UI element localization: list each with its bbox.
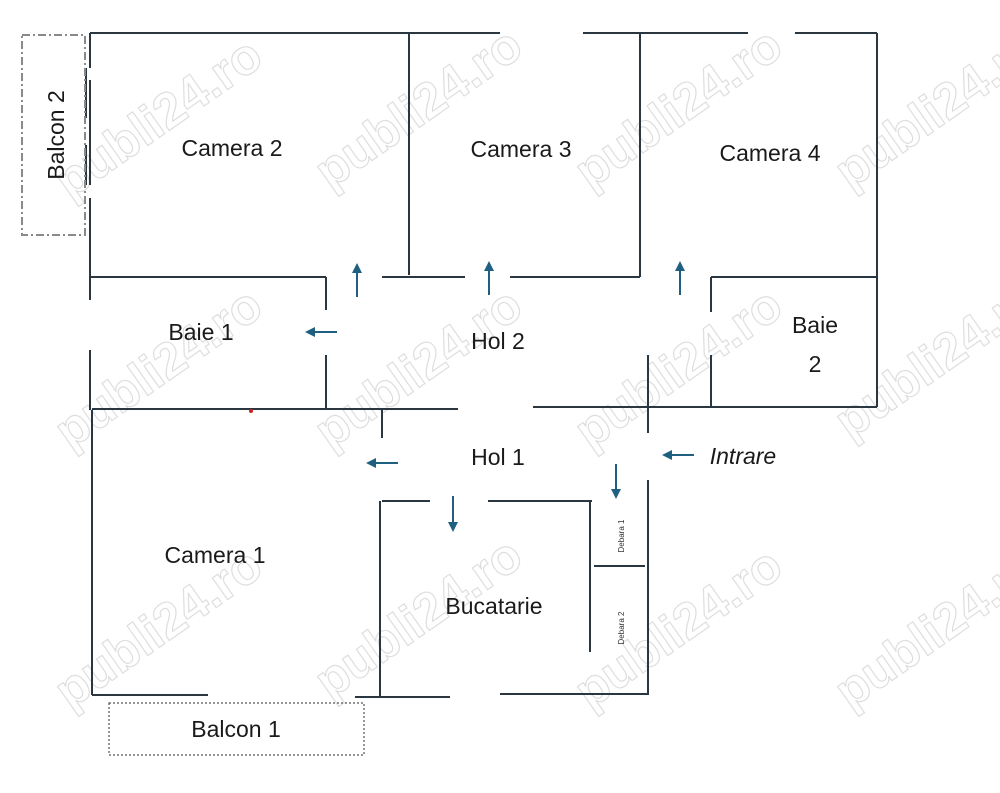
balcony-2-outline	[21, 34, 86, 236]
watermark: publi24.ro	[44, 26, 272, 209]
wall-row-middle	[92, 406, 877, 410]
room-labels: Camera 2 Camera 3 Camera 4 Baie 1 Hol 2 …	[43, 90, 838, 742]
room-label-debara-2: Debara 2	[617, 611, 626, 644]
watermark: publi24.ro	[564, 536, 792, 719]
room-label-balcon-2: Balcon 2	[43, 90, 69, 180]
watermark: publi24.ro	[564, 16, 792, 199]
room-label-hol-1: Hol 1	[471, 444, 525, 470]
balcony-1-outline	[108, 702, 365, 756]
watermark: publi24.ro	[824, 536, 1000, 719]
watermark: publi24.ro	[564, 276, 792, 459]
room-label-debara-1: Debara 1	[617, 519, 626, 552]
marker-dot	[249, 409, 253, 413]
room-label-camera-1: Camera 1	[165, 542, 266, 568]
wall-kitchen-bottom	[355, 693, 648, 698]
room-label-camera-2: Camera 2	[182, 135, 283, 161]
door-arrows	[305, 261, 694, 532]
watermark: publi24.ro	[824, 16, 1000, 199]
watermark: publi24.ro	[304, 276, 532, 459]
room-label-hol-2: Hol 2	[471, 328, 525, 354]
room-label-camera-4: Camera 4	[720, 140, 821, 166]
entrance-label: Intrare	[710, 443, 776, 469]
watermark: publi24.ro	[44, 276, 272, 459]
room-label-balcon-1: Balcon 1	[191, 716, 281, 742]
room-label-camera-3: Camera 3	[471, 136, 572, 162]
walls	[85, 32, 878, 698]
watermark: publi24.ro	[824, 266, 1000, 449]
room-label-baie-2-line2: 2	[809, 351, 822, 377]
outer-wall-left	[89, 33, 93, 695]
watermark: publi24.ro	[304, 16, 532, 199]
room-label-bucatarie: Bucatarie	[445, 593, 542, 619]
room-label-baie-1: Baie 1	[168, 319, 233, 345]
room-label-baie-2-line1: Baie	[792, 312, 838, 338]
